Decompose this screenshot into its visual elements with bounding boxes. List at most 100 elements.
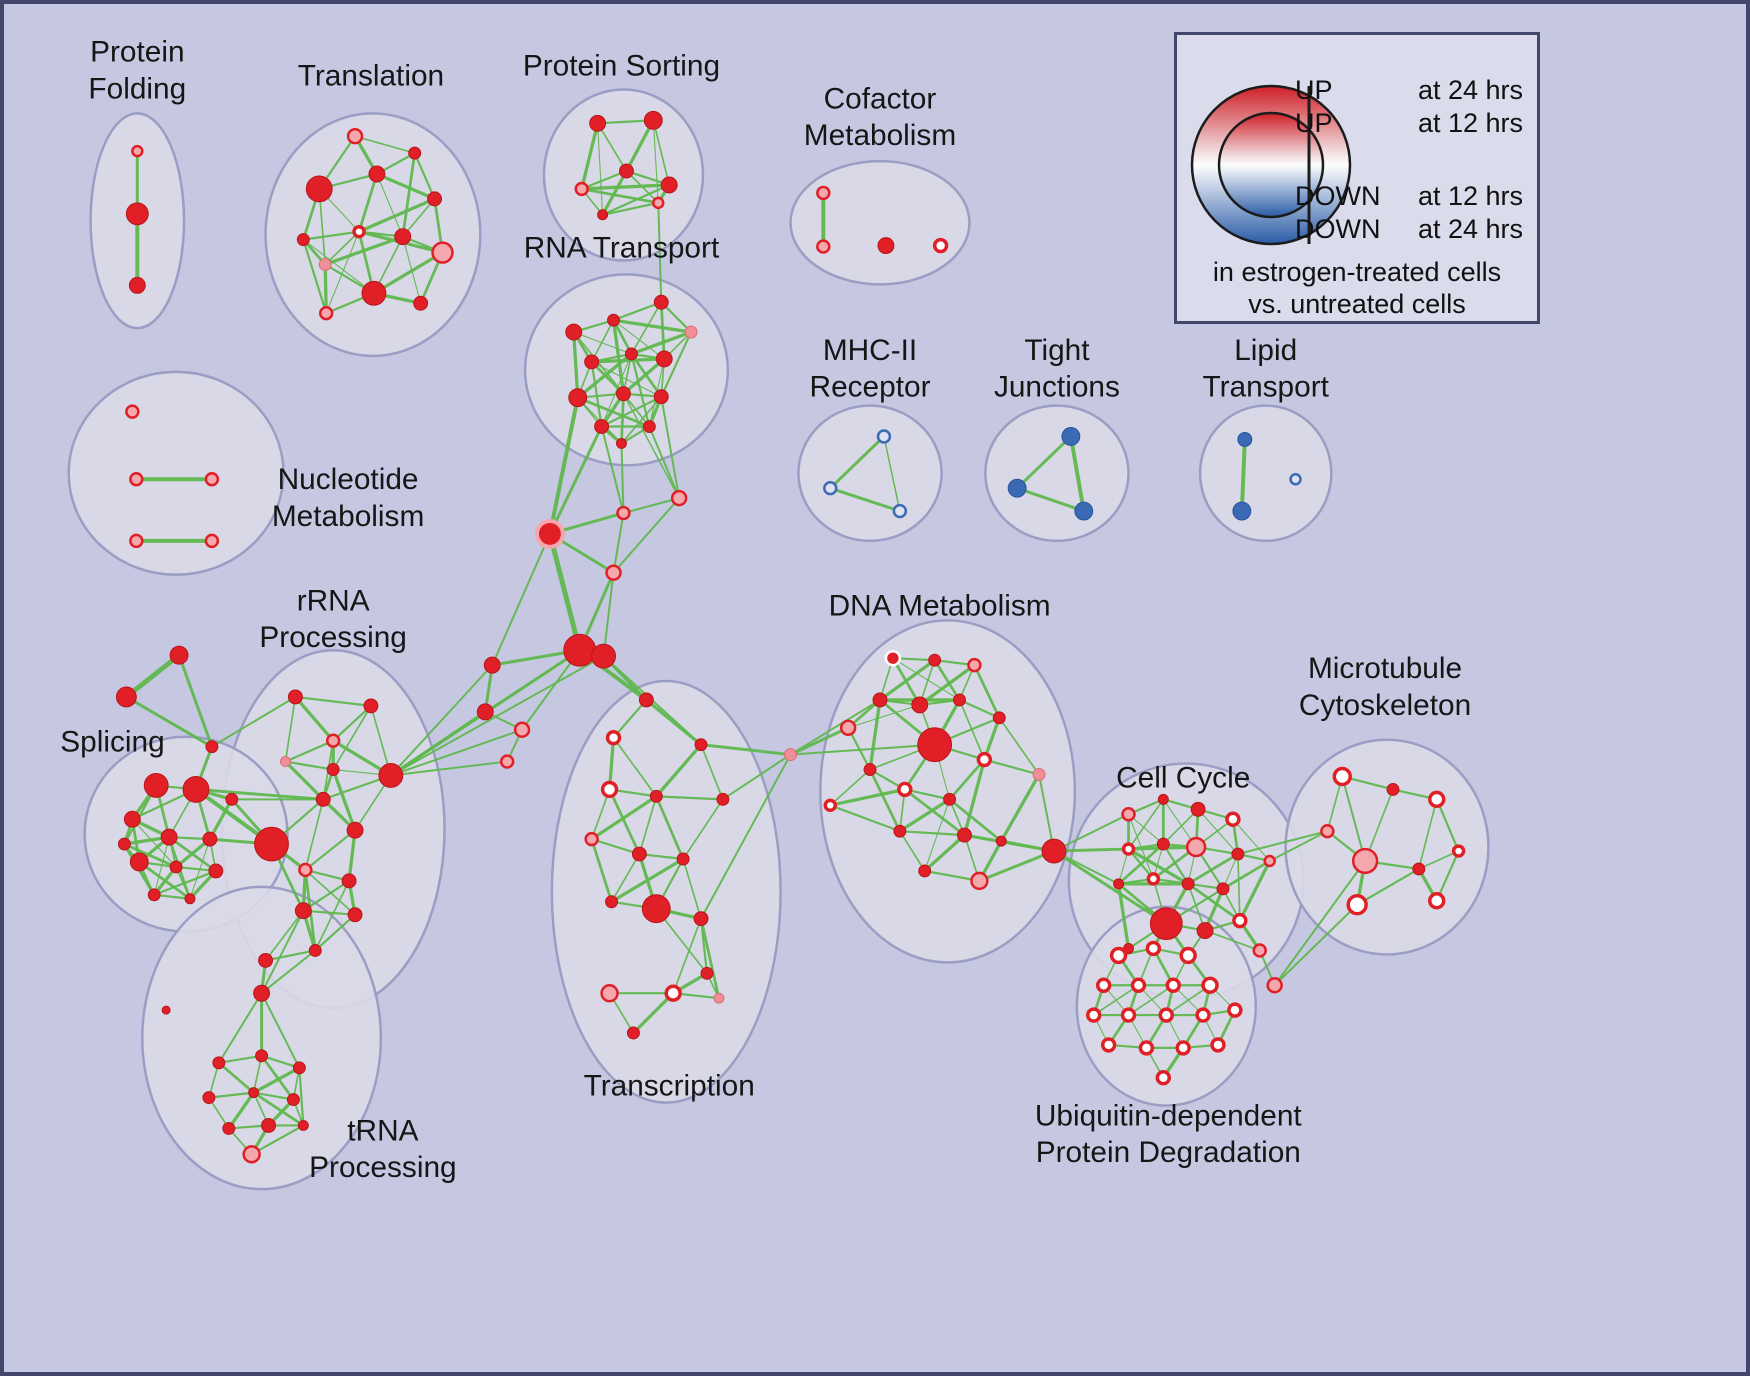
gene-node [1451, 844, 1466, 858]
gene-node [897, 781, 913, 798]
gene-node [884, 649, 902, 667]
gene-node [1181, 877, 1195, 891]
gene-node [1210, 1037, 1226, 1053]
gene-node [129, 472, 144, 487]
gene-node [917, 727, 953, 763]
gene-node [1289, 473, 1302, 486]
gene-node [967, 657, 982, 673]
gene-node [1216, 882, 1230, 896]
network-nodes [115, 110, 1466, 1164]
gene-node [664, 984, 682, 1002]
cluster-ellipse-nucleotide-metabolism [67, 370, 285, 576]
gene-node [626, 1026, 640, 1040]
cluster-label-lipid-transport: Lipid [1234, 334, 1297, 367]
gene-node [131, 144, 144, 158]
gene-node [341, 873, 357, 889]
gene-node [918, 864, 932, 878]
gene-node [123, 810, 141, 828]
gene-node [863, 763, 877, 776]
gene-node [298, 862, 313, 878]
gene-node [652, 196, 665, 210]
gene-node [1227, 1002, 1243, 1018]
gene-node [574, 181, 589, 197]
gene-node [1032, 768, 1046, 781]
gene-node [378, 763, 404, 788]
gene-node [1412, 862, 1426, 876]
gene-node [1095, 977, 1112, 993]
gene-node [568, 388, 588, 408]
gene-node [346, 821, 364, 839]
cluster-label-lipid-transport: Transport [1202, 371, 1329, 404]
gene-node [563, 633, 597, 667]
gene-node [143, 773, 169, 798]
gene-node [368, 165, 386, 183]
gene-node [394, 228, 412, 246]
gene-node [616, 386, 631, 402]
gene-node [1138, 1040, 1155, 1056]
legend-time-label: at 12 hrs [1417, 181, 1523, 211]
gene-node [182, 775, 210, 803]
gene-node [1007, 478, 1027, 498]
gene-node [212, 1056, 226, 1070]
gene-node [254, 826, 289, 862]
gene-node [676, 852, 690, 866]
gene-node [1201, 976, 1219, 994]
gene-node [1237, 431, 1253, 447]
gene-node [413, 295, 429, 311]
gene-node [992, 711, 1006, 725]
gene-node [255, 1049, 269, 1063]
gene-node [326, 763, 340, 776]
gene-node [597, 209, 609, 221]
gene-node [584, 354, 600, 370]
legend-dir-label: DOWN [1295, 214, 1381, 244]
gene-node [872, 692, 888, 708]
gene-node [1145, 940, 1162, 957]
gene-node [1179, 946, 1197, 965]
legend-time-label: at 12 hrs [1417, 108, 1523, 138]
gene-node [147, 888, 161, 902]
gene-node [169, 645, 189, 665]
gene-node [499, 754, 515, 769]
gene-node [605, 895, 619, 909]
cluster-label-splicing: Splicing [60, 726, 164, 759]
gene-node [660, 176, 678, 194]
cluster-label-nucleotide-metabolism: Metabolism [272, 500, 424, 533]
gene-node [513, 721, 531, 738]
gene-node [363, 698, 379, 714]
cluster-label-trna-processing: Processing [309, 1151, 456, 1184]
legend-caption-line2: vs. untreated cells [1248, 289, 1466, 319]
gene-node [361, 280, 387, 306]
legend-time-label: at 24 hrs [1417, 214, 1523, 244]
gene-node [160, 828, 178, 846]
cluster-label-protein-folding: Folding [88, 72, 186, 105]
gene-node [1190, 801, 1206, 817]
gene-node [204, 533, 220, 549]
gene-node [1175, 1040, 1191, 1056]
cluster-label-trna-processing: tRNA [347, 1114, 418, 1147]
gene-node [1061, 427, 1081, 446]
gene-node [534, 518, 565, 549]
gene-node [1156, 837, 1170, 851]
gene-node [653, 294, 669, 310]
gene-node [607, 313, 620, 327]
gene-node [928, 653, 942, 667]
gene-node [129, 533, 144, 549]
gene-node [1231, 847, 1245, 861]
gene-node [624, 347, 638, 361]
gene-node [616, 437, 627, 449]
cluster-ellipse-mhc-ii-receptor [797, 404, 943, 543]
gene-node [115, 686, 137, 708]
gene-node [1113, 878, 1125, 890]
gene-node [208, 863, 224, 879]
gene-node [684, 325, 698, 339]
legend-row-up-24: UP at 24 hrs [1295, 75, 1523, 106]
gene-node [638, 692, 654, 708]
cluster-label-cofactor-metabolism: Metabolism [804, 119, 956, 152]
cluster-label-microtubule-cytoskeleton: Microtubule [1308, 652, 1462, 685]
gene-node [294, 902, 312, 920]
gene-node [1263, 854, 1276, 868]
gene-node [261, 1117, 277, 1133]
legend-box: UP at 24 hrs UP at 12 hrs DOWN at 12 hrs… [1174, 32, 1540, 324]
gene-node [655, 350, 673, 368]
